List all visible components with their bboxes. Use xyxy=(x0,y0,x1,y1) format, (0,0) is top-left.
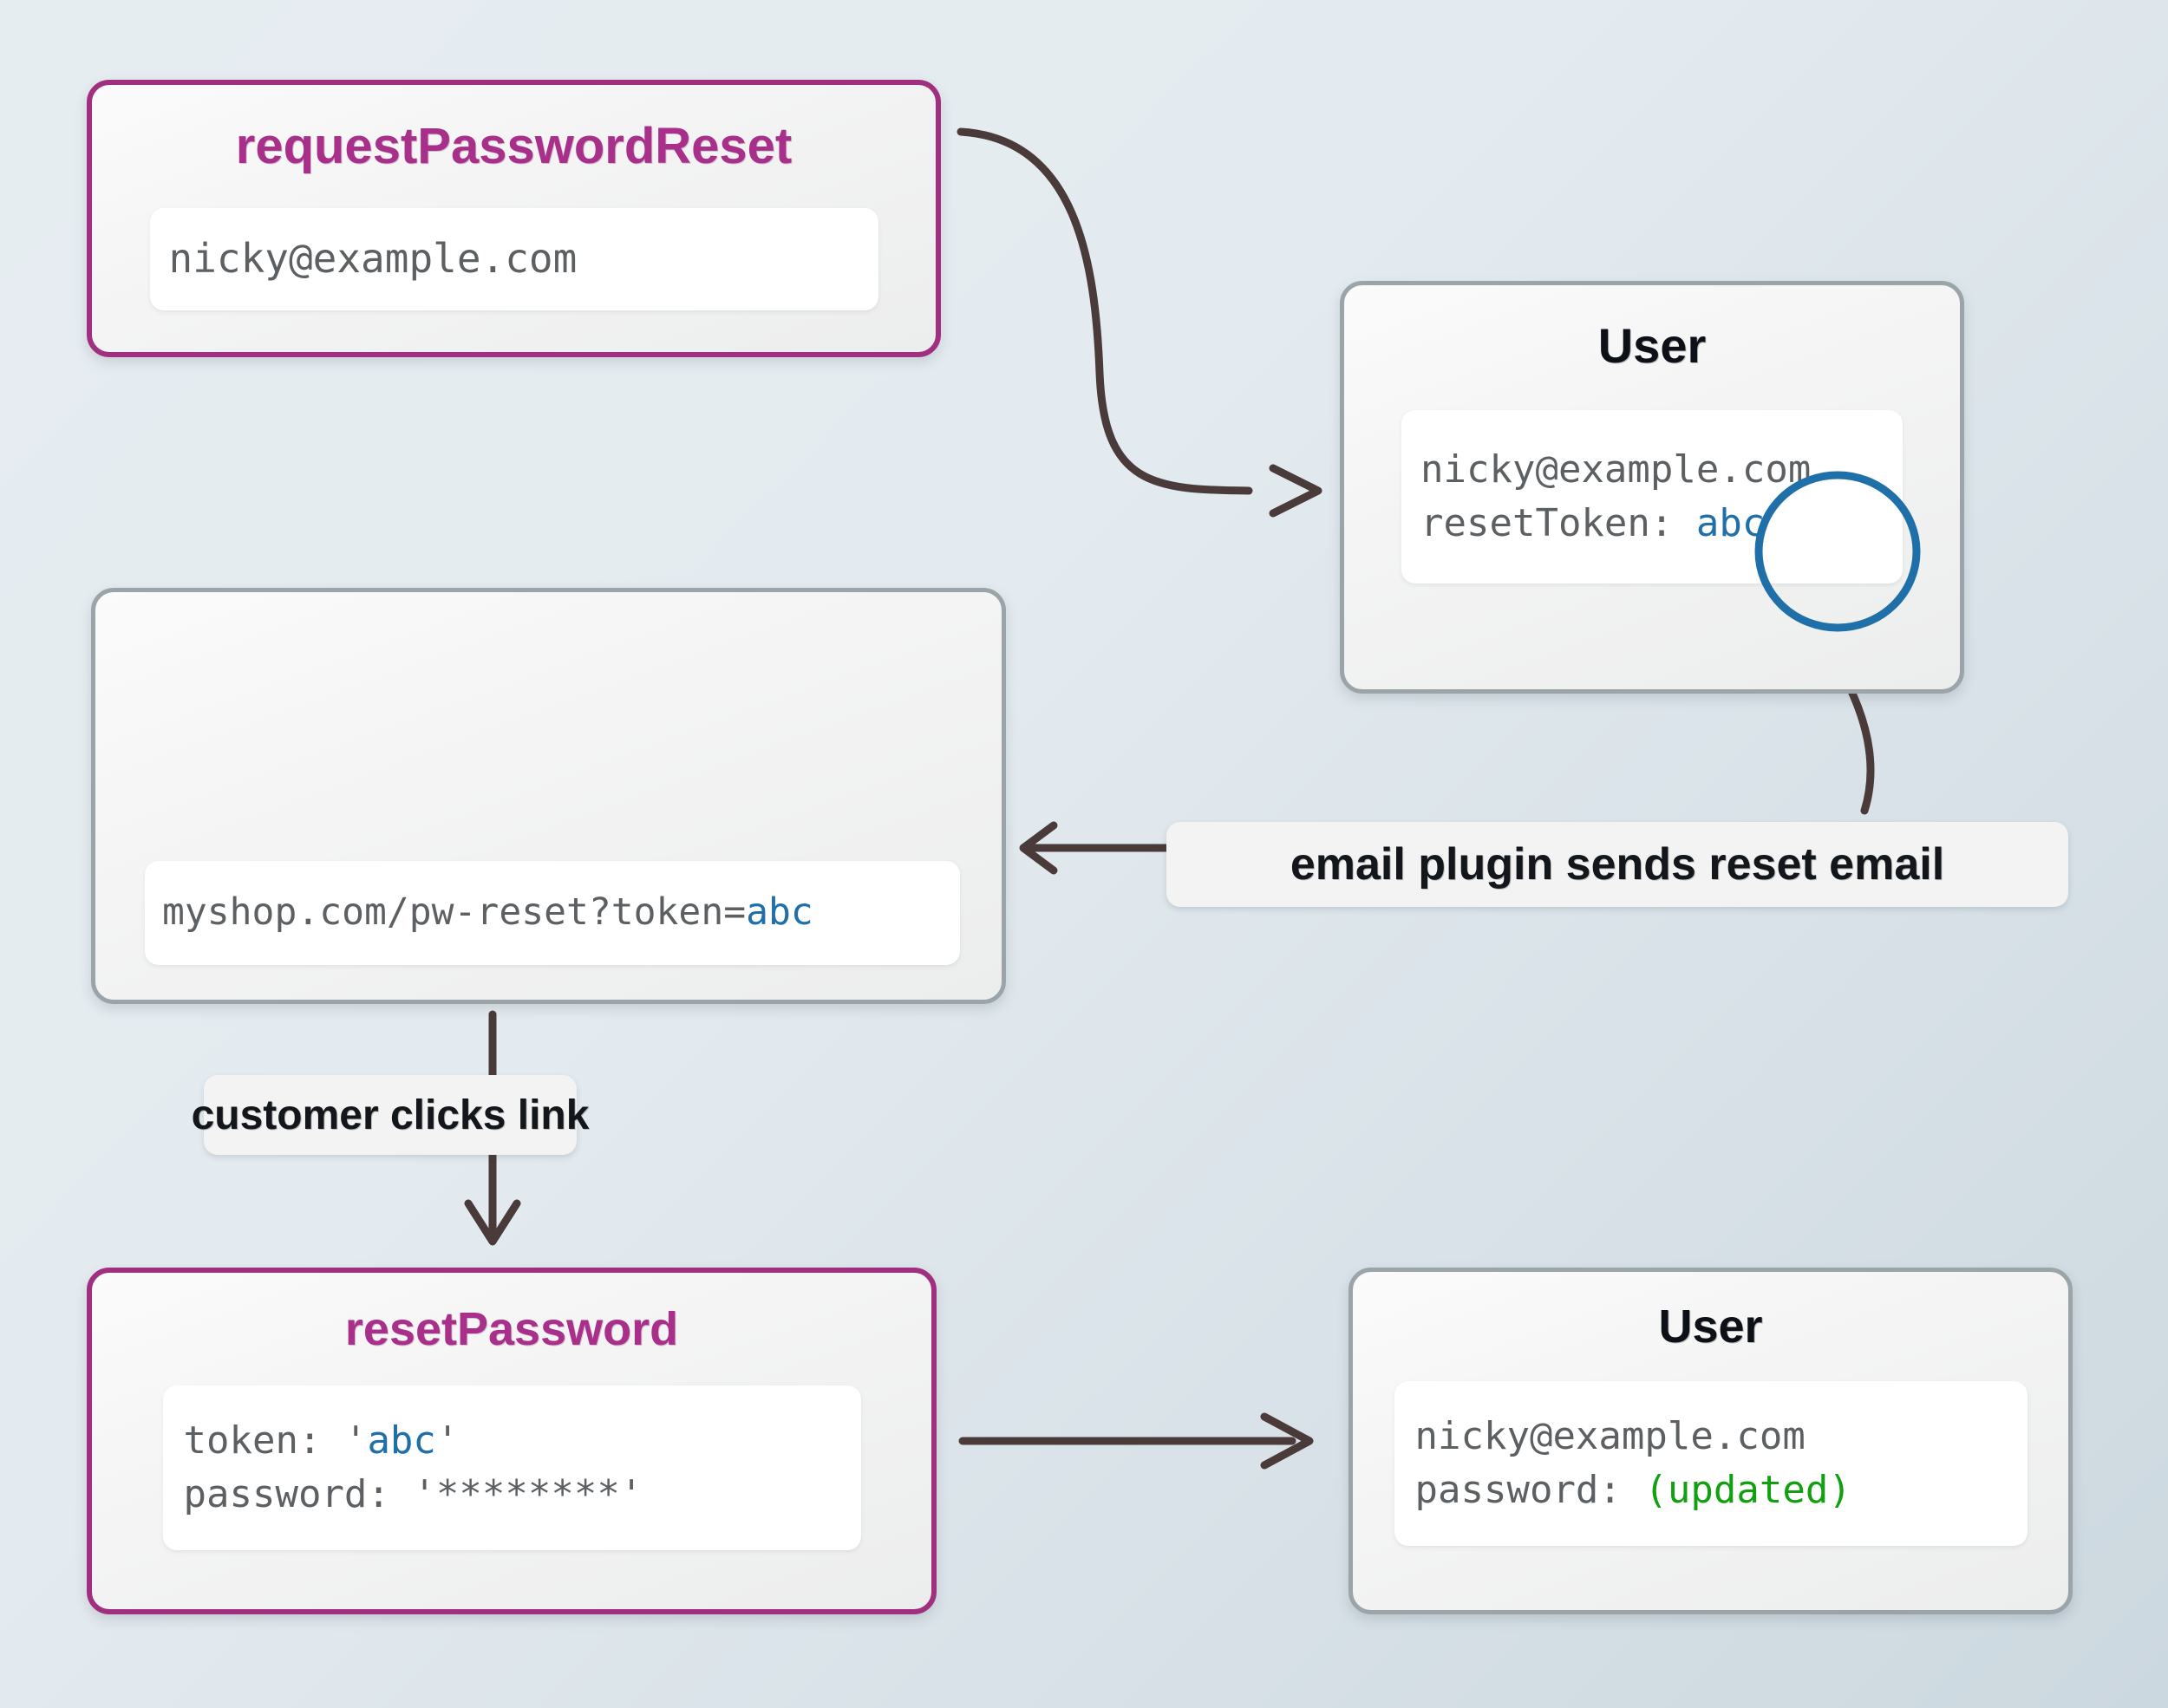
quote-close: ' xyxy=(435,1418,460,1463)
quote-open: ' xyxy=(413,1472,436,1516)
node-request-password-reset[interactable]: requestPasswordReset nicky@example.com xyxy=(87,80,941,357)
field-label: password: xyxy=(183,1472,414,1516)
node-title: User xyxy=(1597,318,1707,373)
node-user-top[interactable]: User nicky@example.com resetToken: abc xyxy=(1340,281,1964,694)
field-email: nicky@example.com xyxy=(1414,1413,1806,1458)
node-reset-password[interactable]: resetPassword token: 'abc' password: '**… xyxy=(87,1268,937,1614)
node-field-email: nicky@example.com xyxy=(149,208,878,310)
password-status: (updated) xyxy=(1644,1468,1851,1512)
node-field-reset-args: token: 'abc' password: '********' xyxy=(162,1385,861,1550)
node-email[interactable]: myshop.com/pw-reset?token=abc xyxy=(91,588,1006,1004)
node-field-reset-url: myshop.com/pw-reset?token=abc xyxy=(145,861,960,965)
edge-label-customer-clicks: customer clicks link xyxy=(192,1075,589,1155)
edge-label-email-plugin: email plugin sends reset email xyxy=(1166,822,2068,907)
edge-request-to-user xyxy=(957,127,1322,518)
url-token: abc xyxy=(746,890,813,935)
field-label: password: xyxy=(1414,1468,1645,1512)
field-reset-token: resetToken: abc xyxy=(1420,497,1884,551)
edge-plugin-to-email xyxy=(1019,821,1171,875)
node-title: requestPasswordReset xyxy=(235,118,793,174)
field-url: myshop.com/pw-reset?token=abc xyxy=(162,886,943,939)
field-password: password: (updated) xyxy=(1415,1464,2007,1517)
field-label: token: xyxy=(183,1418,344,1463)
node-user-bottom[interactable]: User nicky@example.com password: (update… xyxy=(1348,1268,2073,1614)
token-value: abc xyxy=(367,1418,436,1463)
edge-reset-to-user xyxy=(958,1412,1314,1470)
node-title: resetPassword xyxy=(344,1303,679,1355)
token-highlight-circle xyxy=(1754,471,1921,632)
field-email: nicky@example.com xyxy=(1420,447,1812,492)
field-text: nicky@example.com xyxy=(168,235,578,283)
node-title: User xyxy=(1658,1301,1763,1353)
password-value: ******** xyxy=(435,1472,620,1516)
token-value: abc xyxy=(1695,501,1766,545)
node-field-user-attrs: nicky@example.com resetToken: abc xyxy=(1401,410,1921,632)
field-password: password: '********' xyxy=(184,1468,840,1522)
node-field-user-attrs: nicky@example.com password: (updated) xyxy=(1394,1381,2028,1546)
quote-open: ' xyxy=(343,1418,368,1463)
quote-close: ' xyxy=(619,1472,643,1516)
field-label: resetToken: xyxy=(1420,501,1696,545)
field-token: token: 'abc' xyxy=(184,1414,840,1468)
url-base: myshop.com/pw-reset?token= xyxy=(162,890,747,935)
